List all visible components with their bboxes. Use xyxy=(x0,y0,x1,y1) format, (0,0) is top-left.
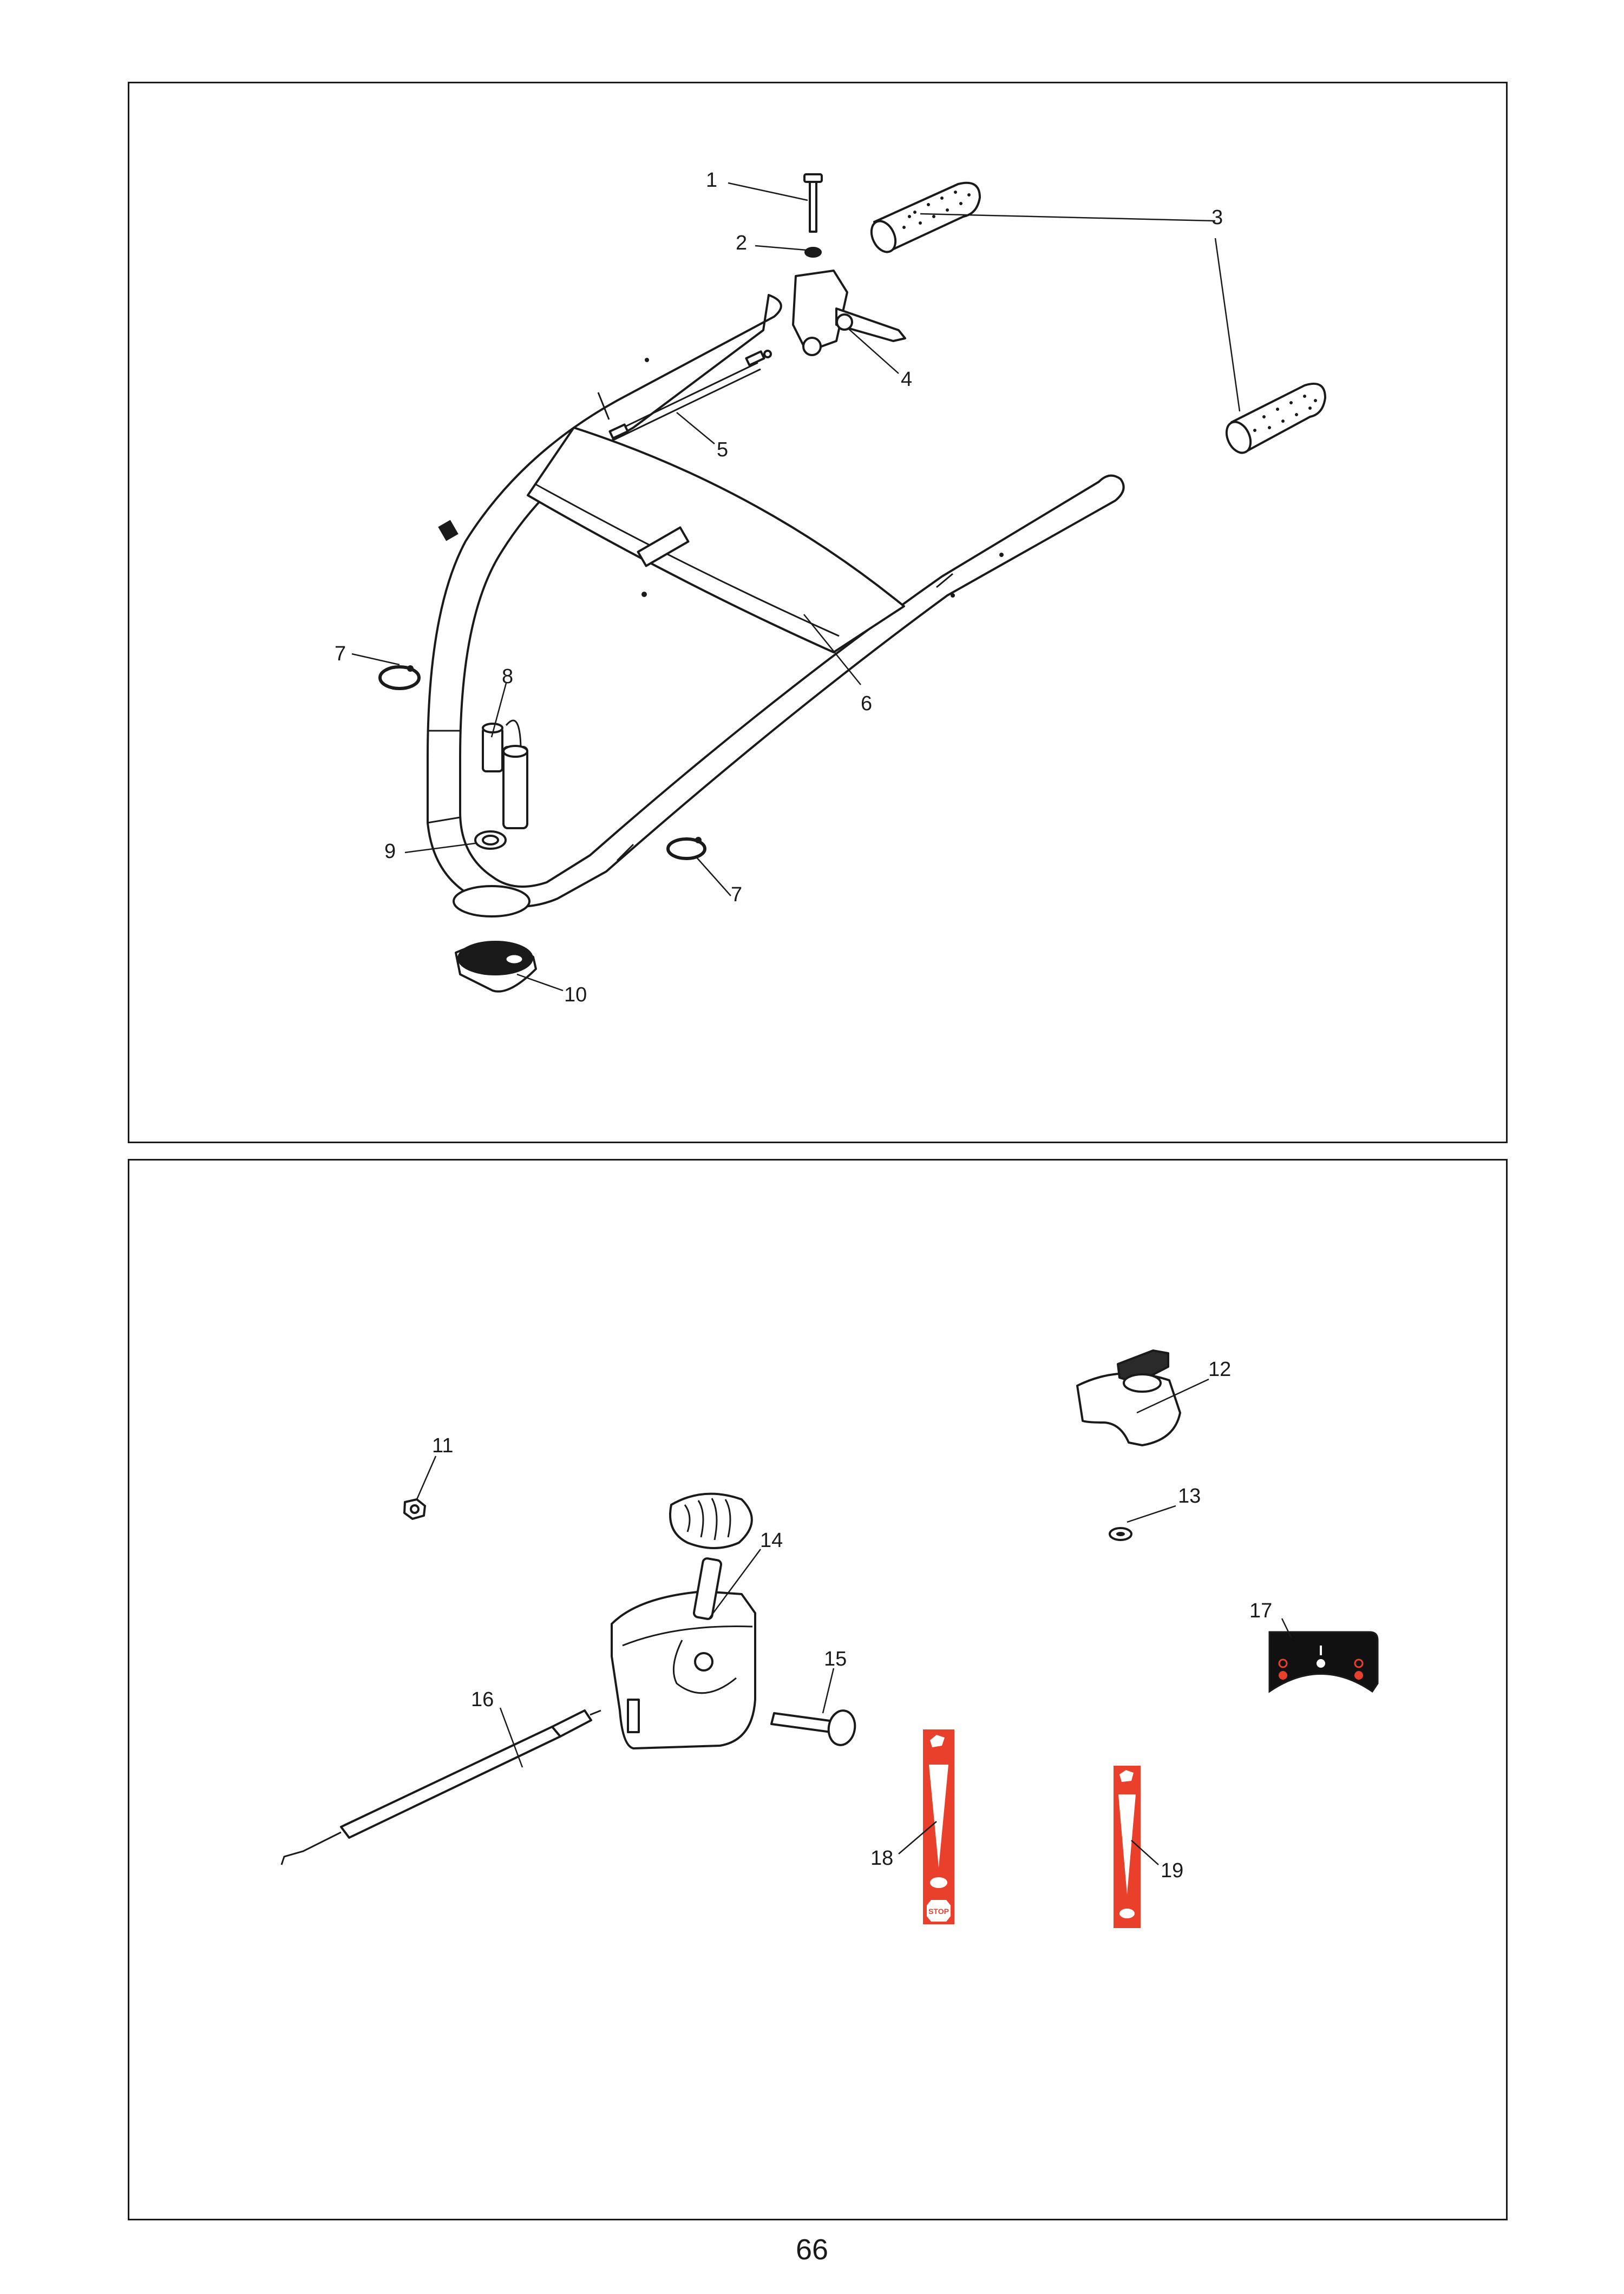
callout-13: 13 xyxy=(1178,1485,1201,1508)
callout-8: 8 xyxy=(502,665,513,688)
bottom-diagram-panel xyxy=(128,1159,1508,2220)
callout-11: 11 xyxy=(432,1434,453,1457)
part-6-cross-panel xyxy=(527,427,905,653)
callout-18: 18 xyxy=(870,1847,893,1870)
part-1-bolt xyxy=(803,173,823,233)
part-2-nut xyxy=(804,247,822,258)
part-9-washer xyxy=(474,830,507,850)
part-19-speed-decal xyxy=(1114,1766,1141,1928)
part-3-handle-grip-lower xyxy=(1225,382,1326,454)
stop-sign-text: STOP xyxy=(928,1907,949,1916)
callout-3: 3 xyxy=(1212,206,1223,229)
part-10-adjustment-plate xyxy=(455,941,537,993)
part-15-pin xyxy=(770,1709,856,1746)
callout-10: 10 xyxy=(564,984,587,1006)
part-4-drive-lever-clamp xyxy=(792,270,906,356)
part-7-clamp-left xyxy=(378,665,421,690)
callout-2: 2 xyxy=(736,232,747,254)
part-13-washer xyxy=(1109,1527,1132,1541)
part-14-control-housing xyxy=(611,1492,756,1749)
part-5-cable xyxy=(608,350,772,441)
part-17-control-decal xyxy=(1268,1631,1379,1693)
callout-19: 19 xyxy=(1161,1859,1183,1882)
part-16-throttle-cable xyxy=(280,1709,601,1865)
callout-15: 15 xyxy=(824,1648,847,1670)
callout-7-right: 7 xyxy=(731,883,742,906)
part-12-switch-cover xyxy=(1076,1349,1181,1446)
frame-mount-disc xyxy=(453,885,531,917)
handlebar-frame xyxy=(427,294,1125,908)
callout-9: 9 xyxy=(384,840,396,863)
callout-17: 17 xyxy=(1249,1600,1272,1622)
part-8-pin xyxy=(482,719,528,829)
callout-12: 12 xyxy=(1208,1358,1231,1381)
page-number: 66 xyxy=(795,2233,829,2266)
callout-1: 1 xyxy=(706,169,717,192)
callout-7-left: 7 xyxy=(335,643,346,665)
part-7-clamp-right xyxy=(666,837,706,860)
callout-5: 5 xyxy=(717,438,728,461)
callout-6: 6 xyxy=(861,692,872,715)
part-3-handle-grip-upper xyxy=(870,181,981,253)
callout-16: 16 xyxy=(471,1688,494,1711)
part-11-hex-nut xyxy=(403,1498,426,1520)
part-18-speed-decal: STOP xyxy=(923,1729,954,1924)
callout-4: 4 xyxy=(901,368,912,391)
callout-14: 14 xyxy=(760,1529,783,1552)
